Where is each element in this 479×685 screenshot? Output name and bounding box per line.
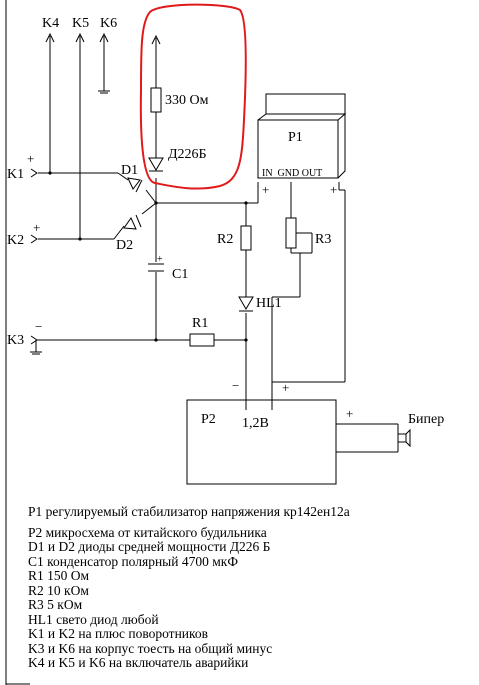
resistor-330-ohm [150,87,162,113]
label-d1: D1 [121,163,138,178]
label-d226b: Д226Б [168,147,207,162]
speaker-icon [397,428,411,448]
label-330-ohm: 330 Ом [165,93,209,108]
resistor-r1 [189,333,215,347]
diode-d1 [127,177,143,193]
diode-d226b [148,157,164,172]
label-plus-out: + [330,182,337,197]
legend-item: R2 10 кОм [28,582,89,598]
label-plus-in: + [262,182,269,197]
terminal-arrows [30,32,161,345]
resistor-r2 [240,225,252,251]
legend-item: K1 и K2 на плюс поворотников [28,626,209,641]
component-legend: P1 регулируемый стабилизатор напряжения … [28,504,468,671]
label-k3: K3 [7,333,24,348]
legend-item: D1 и D2 диоды средней мощности Д226 Б [28,539,271,554]
label-r3: R3 [315,232,331,247]
label-plus-p2: + [282,380,289,395]
label-k6: K6 [100,16,117,31]
label-p1-pins: IN GND OUT [262,168,322,179]
chip-p2 [186,399,337,485]
label-hl1: HL1 [256,296,282,311]
label-p2: P2 [201,412,216,427]
legend-item: HL1 свето диод любой [28,611,159,627]
legend-item: K4 и K5 и K6 на включатель аварийки [28,655,249,670]
label-voltage: 1,2В [242,416,269,431]
label-k4: K4 [42,16,59,31]
label-minus-k3: − [35,319,42,334]
legend-item: C1 конденсатор полярный 4700 мкФ [28,553,238,569]
potentiometer-r3 [285,217,297,249]
junction-dots [48,171,248,342]
legend-item: P1 регулируемый стабилизатор напряжения … [28,504,350,519]
legend-item: P2 микросхема от китайского будильника [28,524,267,540]
legend-item: K3 и K6 на корпус тоесть на общий минус [28,640,273,656]
label-biper: Бипер [408,412,444,427]
ground-icon [98,90,110,94]
label-k1: K1 [7,167,24,182]
legend-item: R3 5 кОм [28,597,83,612]
label-d2: D2 [116,238,133,253]
red-highlight-annotation [139,3,247,190]
diode-d2 [123,214,142,230]
label-plus-k2: + [33,220,40,235]
label-minus-p2: − [232,378,239,393]
label-k5: K5 [72,16,89,31]
label-plus-k1: + [27,151,34,166]
legend-item: R1 150 Ом [28,568,90,583]
label-plus-biper: + [346,406,353,421]
label-c1-plus: + [157,254,163,265]
label-r1: R1 [192,316,208,331]
label-k2: K2 [7,233,24,248]
label-c1: C1 [172,267,188,282]
capacitor-c1 [148,263,164,272]
label-r2: R2 [217,232,233,247]
label-p1: P1 [288,130,303,145]
ground-icon [30,351,42,355]
regulator-p1 [257,93,347,179]
led-hl1 [238,296,254,312]
